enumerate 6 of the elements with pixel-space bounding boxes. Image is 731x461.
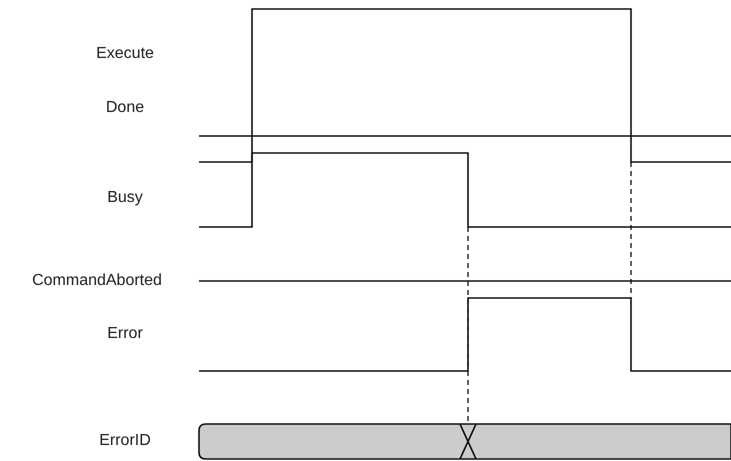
signal-name: Execute xyxy=(96,45,154,63)
signal-name: Busy xyxy=(107,189,143,207)
signal-name: Error xyxy=(107,325,143,343)
signal-name: CommandAborted xyxy=(32,272,162,290)
signal-name: ErrorID xyxy=(99,432,151,450)
signal-name: Done xyxy=(106,99,144,117)
